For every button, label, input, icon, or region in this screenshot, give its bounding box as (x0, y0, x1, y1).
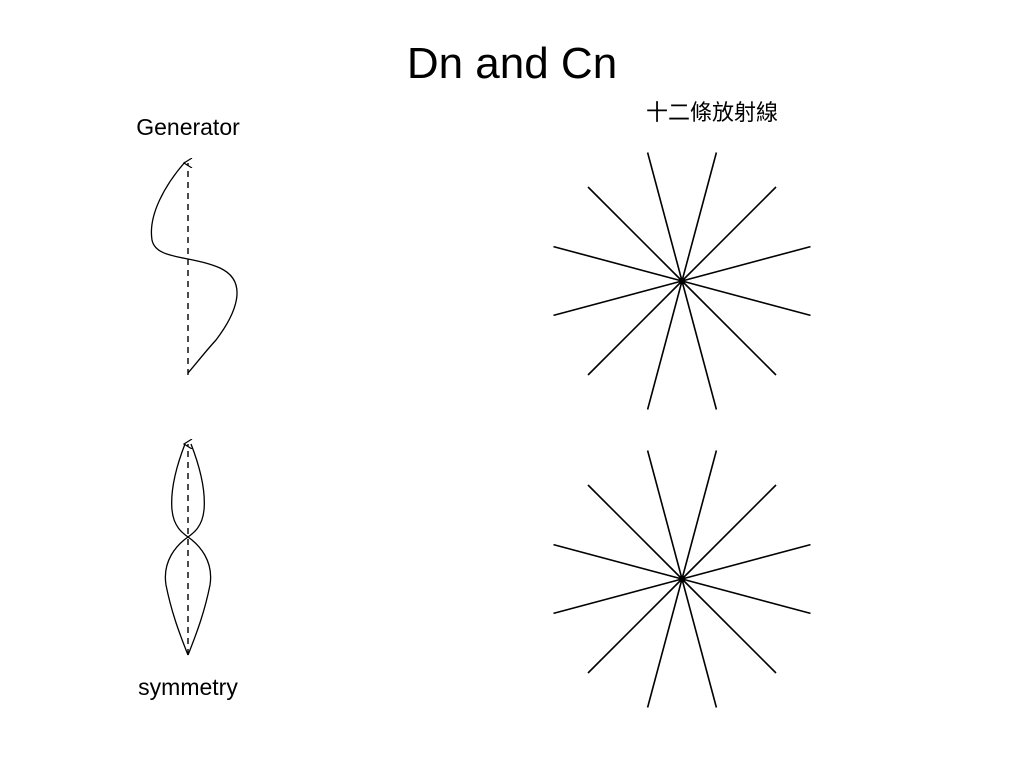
star-ray (681, 280, 718, 410)
star-ray (646, 578, 683, 708)
star-ray (681, 578, 718, 708)
star-ray (646, 152, 683, 282)
generator-label: Generator (136, 114, 240, 140)
star-ray (681, 578, 811, 615)
generator-figure (150, 161, 238, 375)
radial-star-bottom (553, 450, 811, 708)
star-ray (681, 280, 811, 317)
star-ray (681, 186, 777, 282)
star-ray (681, 152, 718, 282)
star-ray (553, 280, 683, 317)
radial-lines-label: 十二條放射線 (645, 101, 778, 126)
star-ray (681, 578, 777, 674)
star-center (678, 277, 686, 285)
star-ray (553, 245, 683, 282)
star-ray (681, 543, 811, 580)
star-ray (553, 578, 683, 615)
star-ray (587, 578, 683, 674)
symmetry-figure (164, 443, 212, 656)
star-ray (553, 543, 683, 580)
star-ray (681, 484, 777, 580)
slide-title: Dn and Cn (406, 39, 618, 88)
generator-curve (150, 161, 238, 374)
symmetry-curve-right (164, 443, 205, 656)
star-ray (646, 450, 683, 580)
radial-star-top (553, 152, 811, 410)
symmetry-curve-left (171, 443, 212, 656)
star-ray (681, 450, 718, 580)
star-ray (587, 280, 683, 376)
star-ray (681, 280, 777, 376)
star-ray (681, 245, 811, 282)
star-ray (646, 280, 683, 410)
star-center (678, 575, 686, 583)
symmetry-label: symmetry (138, 674, 238, 700)
star-ray (587, 186, 683, 282)
star-ray (587, 484, 683, 580)
